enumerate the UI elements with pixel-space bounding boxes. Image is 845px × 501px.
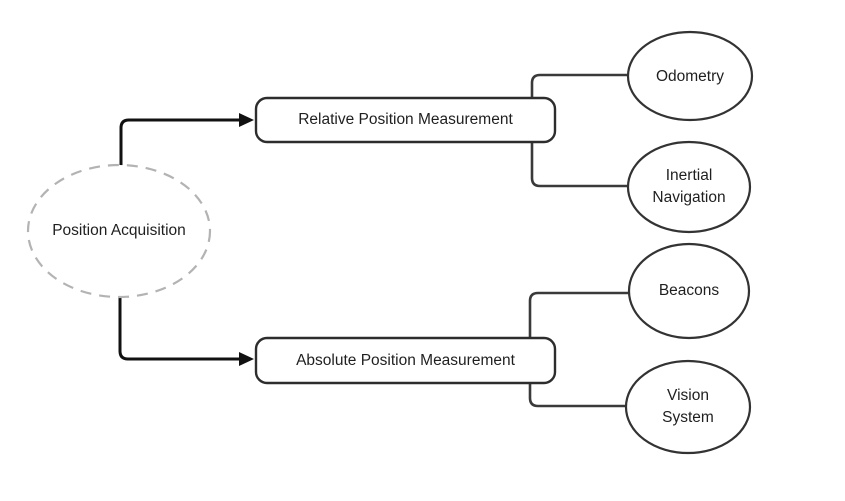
node-relative-measurement-shape: [254, 96, 557, 144]
connector-absolute-vision: [528, 382, 628, 408]
connector-relative-inertial: [530, 141, 630, 188]
node-beacons-shape: [627, 242, 751, 340]
connector-absolute-beacons: [528, 291, 631, 339]
node-absolute-measurement-shape: [254, 336, 557, 385]
node-odometry-shape: [626, 30, 754, 122]
connector-relative-odometry: [530, 73, 630, 99]
node-vision-system-shape: [624, 359, 752, 455]
node-position-acquisition-shape: [26, 163, 212, 299]
arrow-root-absolute: [118, 296, 241, 361]
arrowhead-relative: [239, 113, 254, 127]
node-inertial-navigation-shape: [626, 140, 752, 234]
arrow-root-relative: [119, 118, 241, 166]
arrowhead-absolute: [239, 352, 254, 366]
